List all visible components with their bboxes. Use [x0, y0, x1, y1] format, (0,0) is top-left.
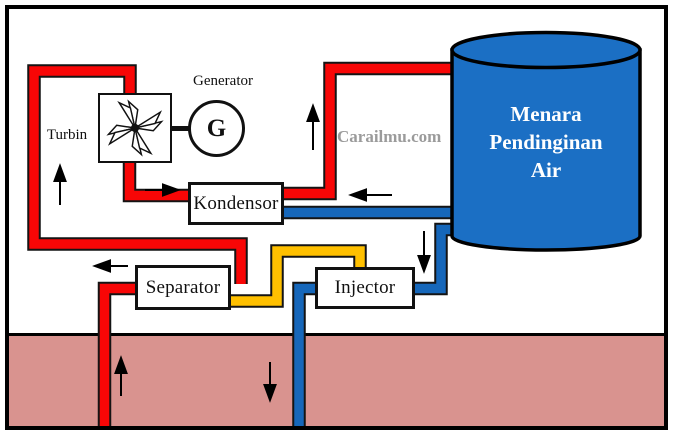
flow-arrow-down-tower-to-injector — [417, 231, 431, 274]
generator-shaft — [168, 126, 194, 131]
separator-box: Separator — [135, 265, 231, 310]
cooling-tower-label-line3: Air — [530, 158, 562, 182]
watermark-text: Carailmu.com — [337, 127, 442, 146]
generator-symbol: G — [206, 114, 227, 142]
turbine-fan-icon — [106, 99, 164, 157]
pipe-separator-to-turbine — [29, 66, 246, 284]
brine-pipes — [229, 246, 365, 306]
pipe-tower-to-injector — [412, 224, 452, 294]
turbine-box — [98, 93, 172, 163]
cooling-tower-label: Menara Pendinginan Air — [452, 100, 640, 184]
separator-label: Separator — [145, 276, 221, 298]
pipe-condenser-to-tower — [282, 63, 452, 199]
flow-arrow-down-injection-well — [263, 362, 277, 403]
flow-arrow-left-tower-to-condenser — [348, 188, 392, 202]
cooling-tower-label-line1: Menara — [510, 102, 582, 126]
cold-water-pipes — [282, 207, 452, 426]
cooling-tower-label-line2: Pendinginan — [489, 130, 603, 154]
flow-arrow-right-turbine-to-condenser — [145, 183, 181, 197]
flow-arrow-left-separator-loop — [92, 259, 128, 273]
generator-g-icon: G — [188, 100, 245, 157]
pipe-production-well-to-separator — [99, 283, 140, 426]
ground-layer — [9, 333, 664, 426]
injector-box: Injector — [315, 267, 415, 309]
turbine-label: Turbin — [46, 127, 88, 143]
generator-label: Generator — [193, 73, 253, 89]
flow-arrow-up-riser — [53, 163, 67, 205]
flow-arrow-up-production-well — [114, 355, 128, 396]
pipe-separator-to-injector — [229, 246, 365, 306]
cooling-tower — [450, 30, 642, 252]
condenser-box: Kondensor — [188, 182, 284, 225]
hot-steam-pipes — [29, 63, 452, 426]
flow-arrow-up-to-tower — [306, 103, 320, 150]
pipe-injector-to-injection-well — [294, 283, 318, 426]
pipe-turbine-to-condenser — [124, 160, 190, 201]
condenser-label: Kondensor — [193, 192, 279, 214]
injector-label: Injector — [334, 277, 396, 298]
